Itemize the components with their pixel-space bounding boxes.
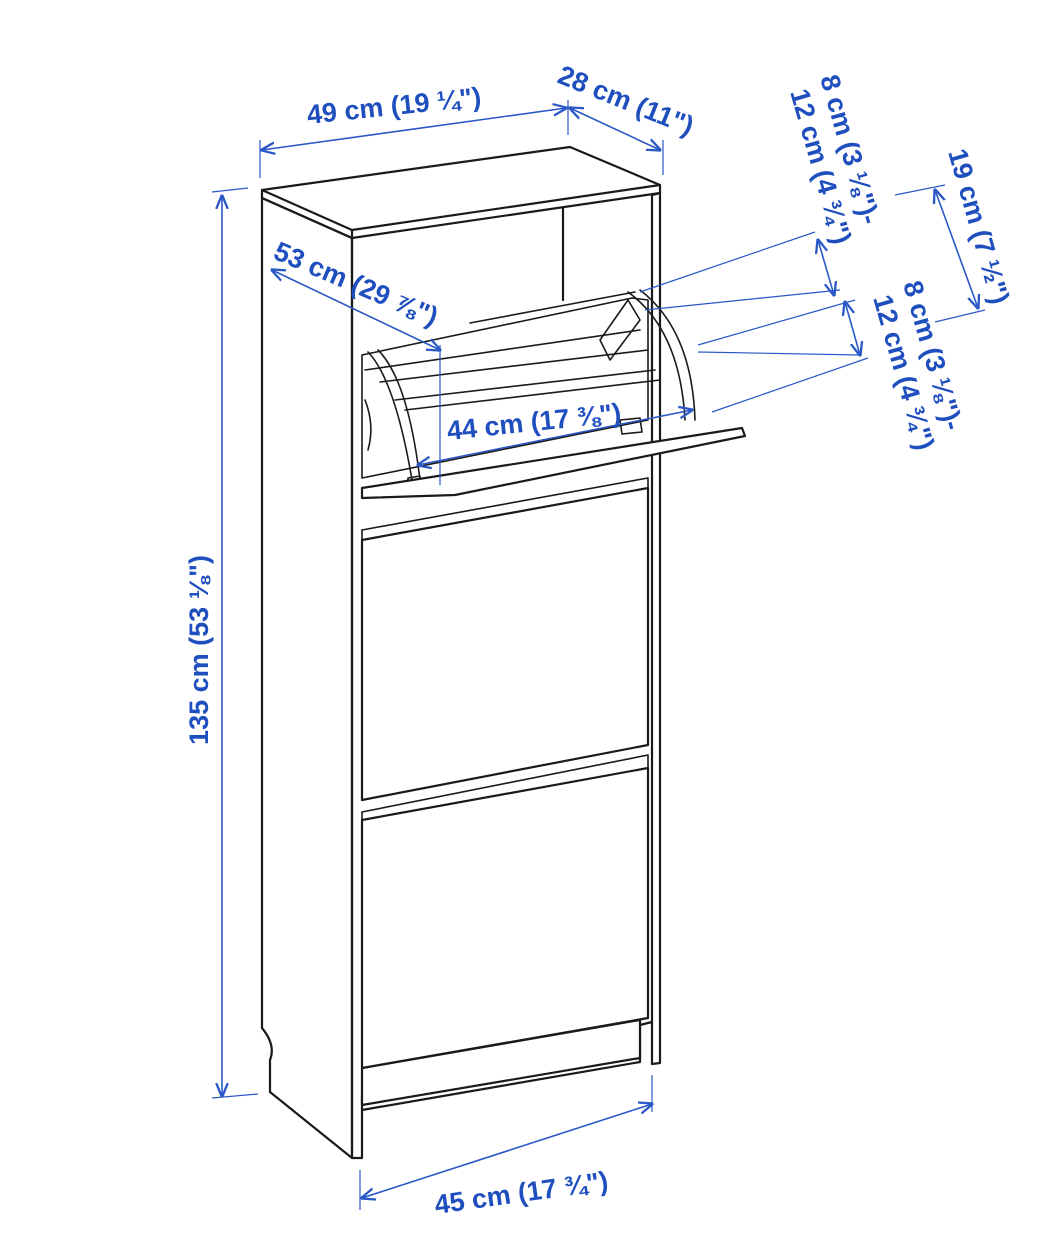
cabinet-right-side-panel	[650, 191, 662, 1066]
cabinet-drawing	[260, 145, 747, 1160]
inner-width-label: 44 cm (17 ⅜")	[445, 398, 622, 446]
bottom-width-label: 45 cm (17 ¾")	[433, 1166, 610, 1220]
side-height-dimension-line	[935, 190, 978, 308]
cabinet-left-side-panel	[260, 196, 354, 1160]
upper-gap-dimension-line	[818, 240, 834, 295]
open-top-drawer	[361, 289, 696, 491]
dimension-lines	[211, 100, 986, 1210]
top-width-dimension-line	[262, 108, 566, 150]
lower-drawer-front	[360, 766, 650, 1070]
inner-width-dimension-line	[418, 410, 692, 465]
side-height-label: 19 cm (7 ½")	[942, 145, 1015, 307]
cabinet-top-panel	[260, 145, 662, 232]
lower-gap-dimension-line	[845, 302, 860, 355]
top-depth-dimension-line	[570, 108, 660, 150]
total-height-label: 135 cm (53 ⅛")	[184, 555, 214, 745]
bottom-width-dimension-line	[362, 1104, 652, 1198]
top-depth-label: 28 cm (11")	[554, 60, 698, 142]
diagonal-dimension-line	[272, 270, 440, 350]
middle-drawer-front	[360, 486, 650, 802]
